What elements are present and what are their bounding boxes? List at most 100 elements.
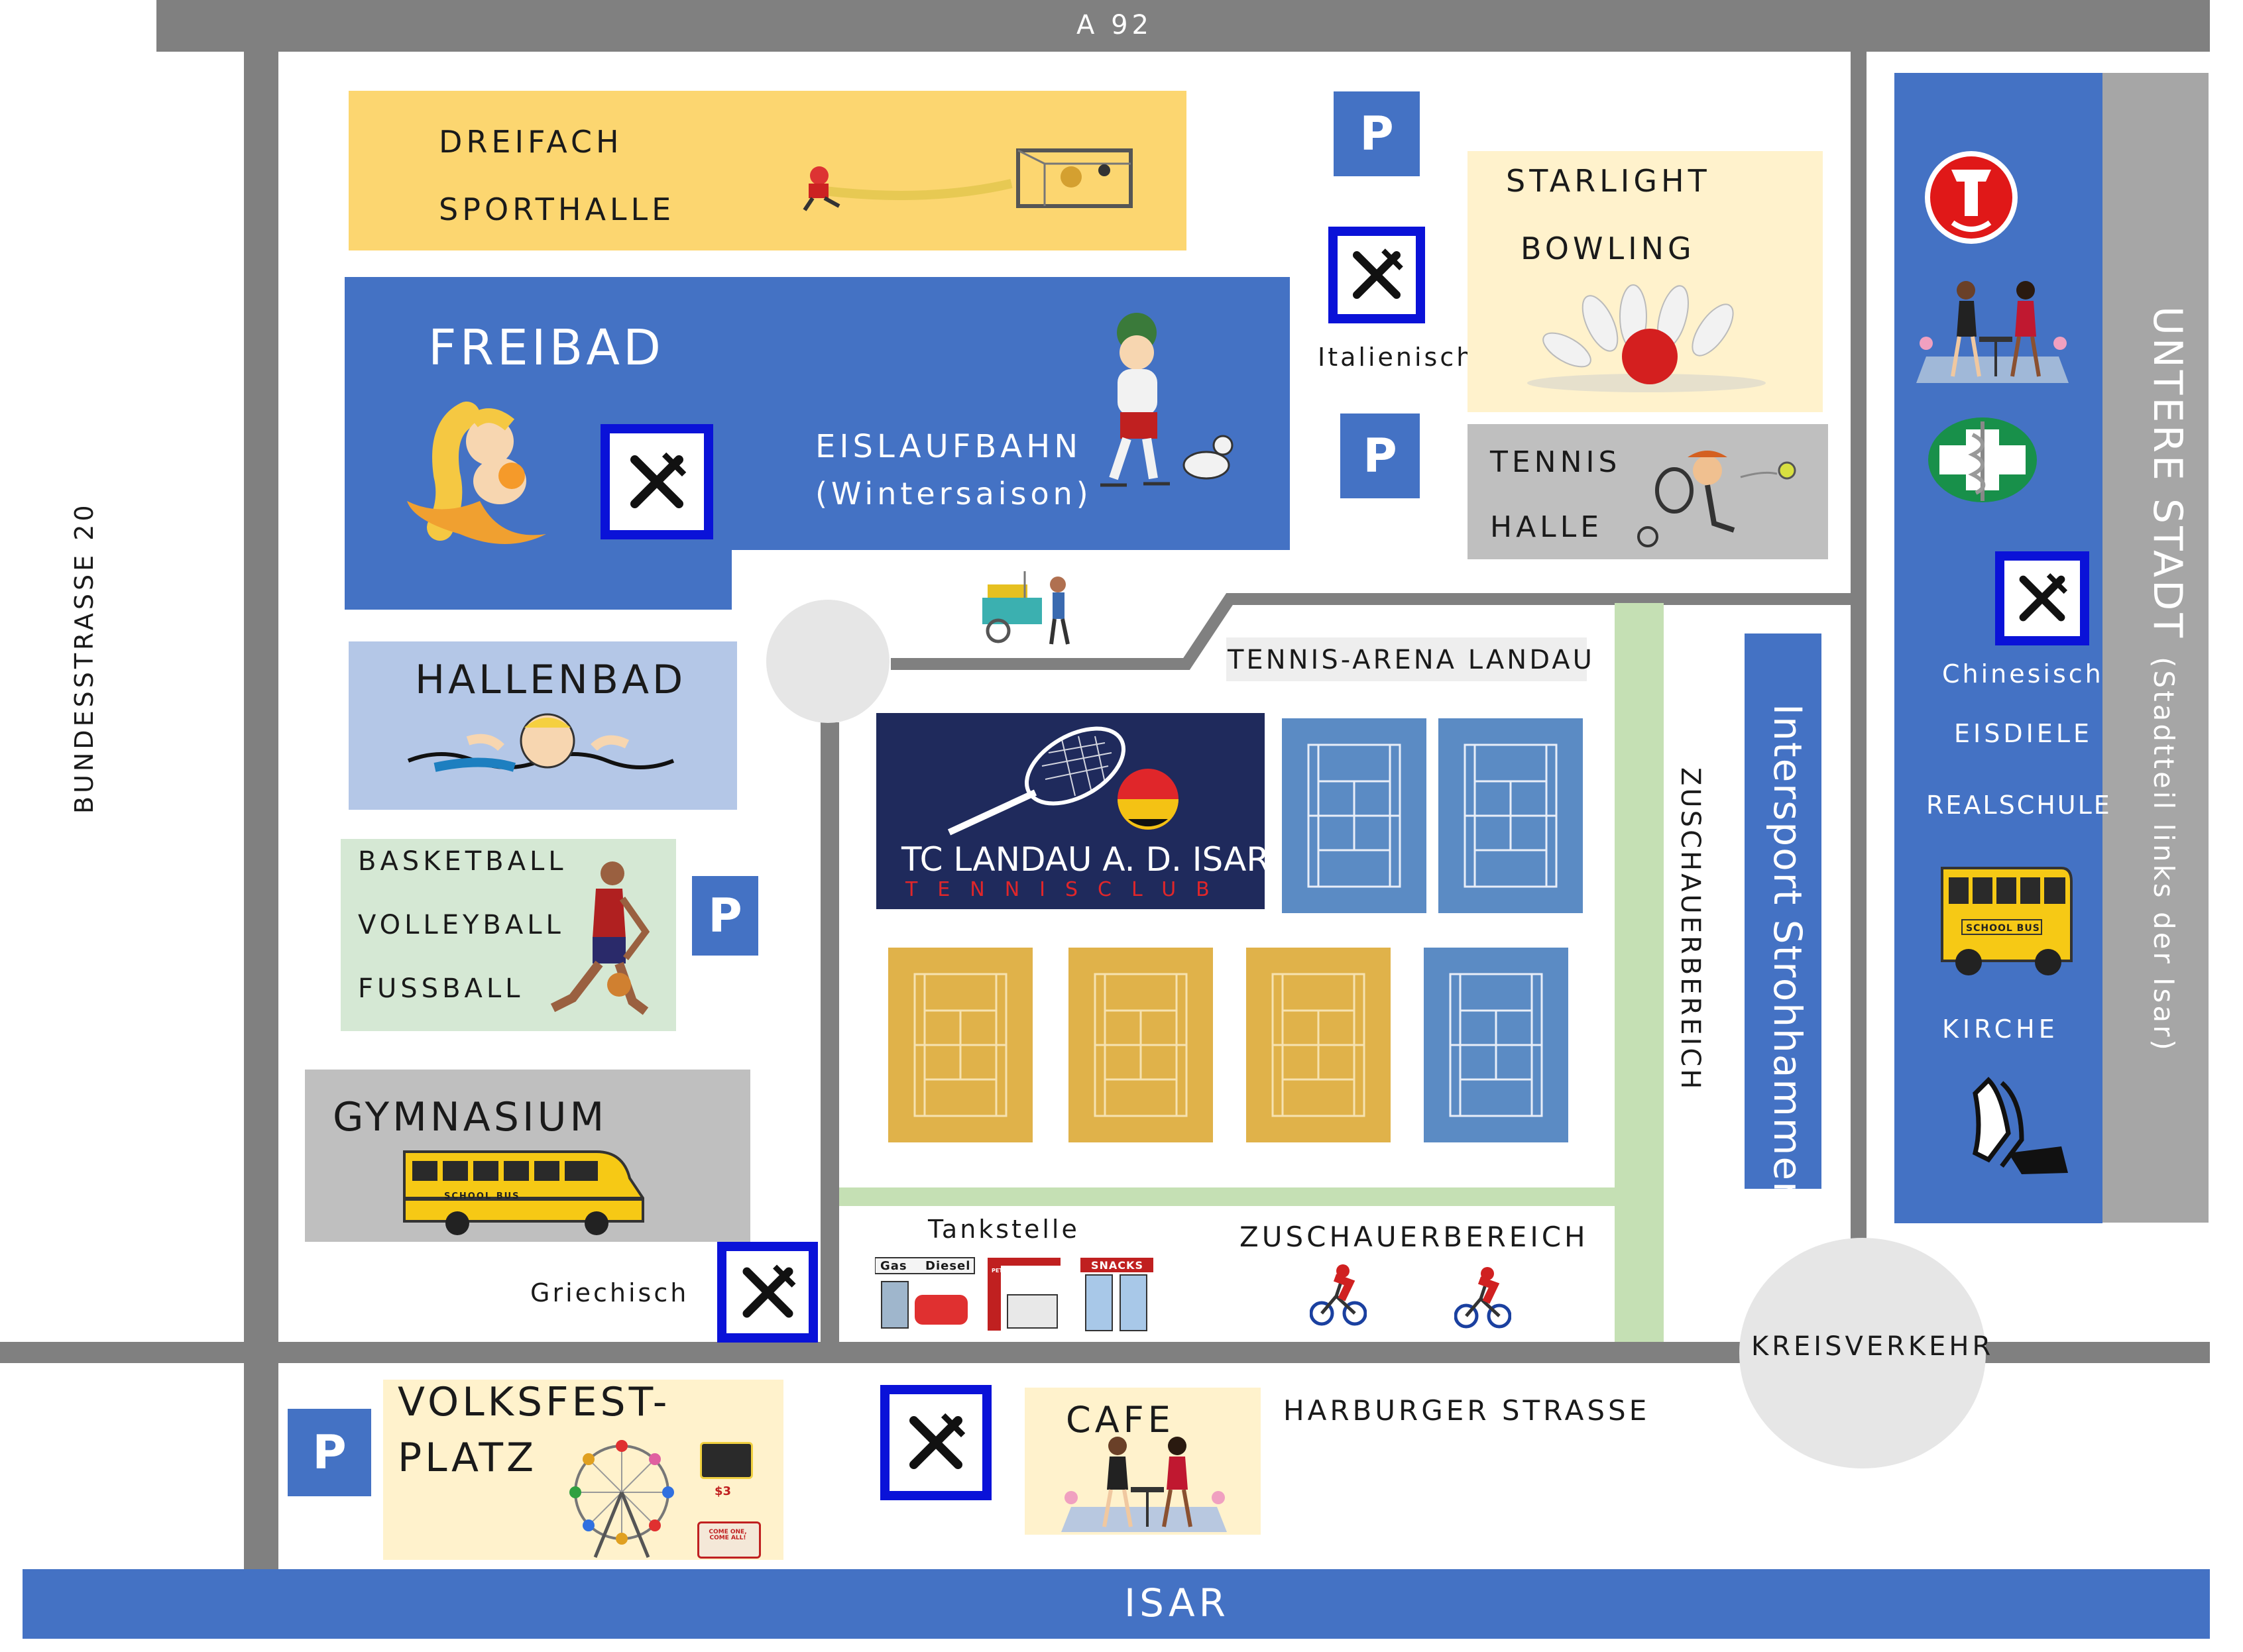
court-blue-3[interactable] [1424, 948, 1568, 1142]
tc-landau-logo[interactable]: TC LANDAU A. D. ISAR TENNISCLUB [876, 713, 1269, 909]
intersport-strohhammer[interactable] [1745, 633, 1821, 1189]
restaurant-freibad[interactable] [601, 424, 713, 539]
road-b20 [244, 52, 278, 1569]
realschule-label: REALSCHULE [1926, 791, 2112, 820]
cafe[interactable]: CAFE [1025, 1388, 1261, 1535]
eisdiele-label: EISDIELE [1954, 719, 2093, 748]
court-gold-2[interactable] [1068, 948, 1213, 1142]
road-inner-branch [821, 722, 839, 728]
praying-hands-icon [1972, 1077, 2068, 1174]
griechisch-label: Griechisch [530, 1278, 689, 1307]
tankstelle-label: Tankstelle [928, 1215, 1080, 1244]
parking-left[interactable]: P [692, 876, 758, 956]
eislauf-label-2: (Wintersaison) [815, 476, 1092, 512]
freibad-eislauf-block[interactable] [345, 277, 1293, 612]
harburger-strasse-label: HARBURGER STRASSE [1283, 1394, 1650, 1427]
road-b20-label: BUNDESSTRASSE 20 [70, 502, 99, 814]
pharmacy-icon [1925, 151, 2018, 244]
starlight-label-1: STARLIGHT [1506, 163, 1711, 199]
road-a92 [156, 0, 2210, 52]
medical-cross-icon [1928, 417, 2037, 502]
diesel-sign: Diesel [925, 1259, 971, 1273]
court-blue-1[interactable] [1282, 718, 1426, 913]
road-inner-diagonal [891, 593, 1860, 670]
cafe-couple-icon [1916, 281, 2069, 383]
tennis-arena-label: TENNIS-ARENA LANDAU [1228, 645, 1595, 675]
gas-sign: Gas [880, 1259, 907, 1273]
untere-stadt-strip [2102, 73, 2209, 1223]
restaurant-icon [909, 1413, 966, 1469]
hallenbad[interactable]: HALLENBAD [349, 641, 737, 810]
parking-bottom[interactable]: P [288, 1409, 371, 1496]
volksfest-label-2: PLATZ [398, 1435, 538, 1481]
sport-label-1: BASKETBALL [358, 846, 567, 877]
restaurant-italian[interactable] [1328, 227, 1425, 323]
spectator-strip-horizontal [839, 1187, 1616, 1206]
gymnasium[interactable]: GYMNASIUM SCHOOL BUS [305, 1070, 750, 1242]
untere-stadt-services[interactable] [1894, 73, 2102, 1223]
zuschauer-vertical-label: ZUSCHAUERBEREICH [1675, 767, 1705, 1092]
dreifach-label-2: SPORTHALLE [439, 192, 675, 227]
bowling-icon [1527, 284, 1766, 392]
parking-top-1[interactable]: P [1334, 91, 1420, 176]
ferris-wheel-icon [569, 1440, 674, 1558]
road-right-vertical [1851, 52, 1867, 1360]
ticket-sign [700, 1442, 753, 1479]
tennis-arena-label-bg [1226, 637, 1587, 681]
gymnasium-label: GYMNASIUM [333, 1094, 608, 1140]
restaurant-greek[interactable] [717, 1242, 818, 1343]
intersport-label: Intersport Strohhammer [1765, 704, 1810, 1199]
court-gold-3[interactable] [1246, 948, 1391, 1142]
restaurant-icon [1353, 248, 1403, 299]
come-one-text: COME ONE, COME ALL! [709, 1529, 747, 1541]
road-inner-vertical [821, 722, 839, 1342]
snacks-sign: SNACKS [1091, 1259, 1143, 1272]
sportplatz[interactable]: BASKETBALL VOLLEYBALL FUSSBALL [341, 839, 676, 1031]
basketball-player-icon [550, 861, 650, 1015]
parking-top-2[interactable]: P [1340, 413, 1420, 498]
kreisverkehr-roundabout [1739, 1238, 1986, 1468]
small-roundabout [766, 600, 890, 723]
school-bus-icon [1941, 867, 2073, 975]
untere-stadt-label: UNTERE STADT (Stadtteil links der Isar) [2144, 306, 2191, 1053]
tc-sub: TENNISCLUB [905, 878, 1230, 901]
dreifach-label-1: DREIFACH [439, 124, 623, 160]
cyclist-icon [1310, 1264, 1367, 1326]
food-cart-icon [982, 571, 1070, 645]
restaurant-icon [630, 452, 687, 508]
ticket-price: $3 [715, 1484, 732, 1498]
realschule-bus-sign: SCHOOL BUS [1966, 923, 2040, 934]
court-blue-2[interactable] [1438, 718, 1583, 913]
volksfestplatz[interactable]: VOLKSFEST- PLATZ $3 COME ONE, COME ALL! [383, 1380, 783, 1560]
soccer-goal-icon [803, 148, 1133, 211]
untere-stadt-title: UNTERE STADT [2144, 306, 2191, 641]
spectator-strip-vertical [1615, 603, 1664, 1342]
cafe-couple-icon [1061, 1437, 1227, 1532]
tennishalle-label-2: HALLE [1490, 510, 1603, 544]
tennis-racket-logo-icon [947, 726, 1179, 836]
tennis-halle[interactable]: TENNIS HALLE [1467, 424, 1828, 559]
ice-skater-icon [1100, 313, 1234, 487]
sport-label-2: VOLLEYBALL [358, 910, 565, 940]
hallenbad-label: HALLENBAD [415, 657, 687, 703]
cafe-label: CAFE [1066, 1399, 1175, 1441]
starlight-label-2: BOWLING [1521, 231, 1696, 266]
restaurant-chinese[interactable] [1995, 551, 2089, 645]
come-one-sign [697, 1521, 761, 1559]
volksfest-label-1: VOLKSFEST- [398, 1379, 671, 1425]
eislauf-label-1: EISLAUFBAHN [815, 428, 1082, 465]
chinesisch-label: Chinesisch [1942, 659, 2104, 688]
gas-station-icon: Gas Diesel PETROL SNACKS [875, 1255, 1153, 1333]
dreifach-sporthalle[interactable]: DREIFACH SPORTHALLE [349, 91, 1186, 250]
petrol-sign: PETROL [992, 1268, 1015, 1274]
gymnasium-bus-sign: SCHOOL BUS [444, 1191, 520, 1201]
untere-stadt-sub: (Stadtteil links der Isar) [2148, 657, 2180, 1053]
starlight-bowling[interactable]: STARLIGHT BOWLING [1467, 151, 1823, 412]
river-isar [23, 1569, 2210, 1639]
restaurant-icon [2019, 573, 2068, 622]
school-bus-icon [403, 1150, 644, 1235]
court-gold-1[interactable] [888, 948, 1033, 1142]
restaurant-bottom[interactable] [880, 1385, 992, 1500]
tennishalle-label-1: TENNIS [1490, 445, 1621, 479]
